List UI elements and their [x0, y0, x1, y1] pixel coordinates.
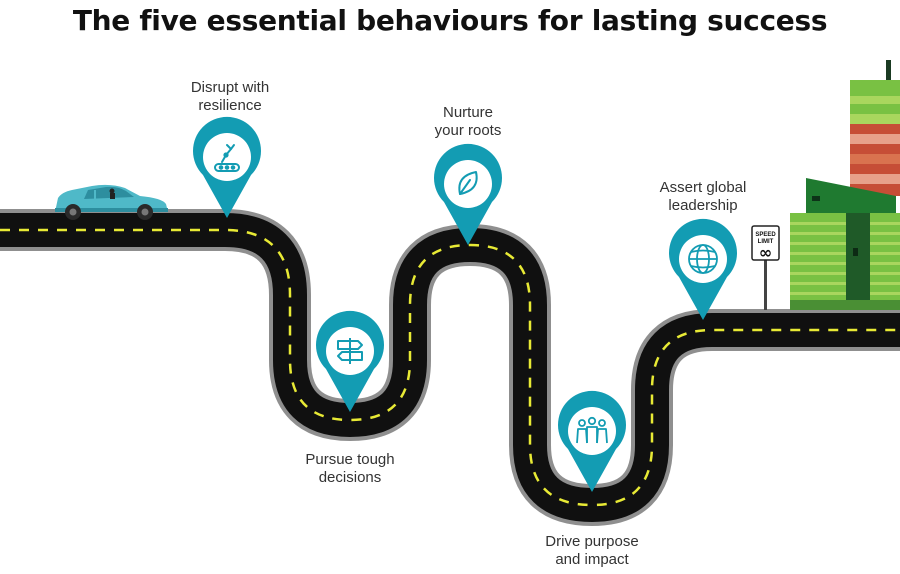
label-line-1: Nurture [442, 104, 494, 121]
pin-disrupt-with-resilience [193, 116, 261, 218]
angled-roof [806, 178, 896, 215]
infinity-symbol: ∞ [759, 243, 772, 262]
pin-pursue-tough-decisions [315, 310, 384, 412]
pin-drive-purpose-and-impact [558, 390, 626, 492]
label-line-2: and impact [555, 551, 629, 568]
page-title: The five essential behaviours for lastin… [72, 4, 828, 37]
winding-road [0, 209, 900, 527]
label-line-2: resilience [198, 97, 262, 114]
globe-icon [688, 244, 718, 274]
car [55, 184, 168, 220]
label-line-2: leadership [668, 197, 738, 214]
leaf-icon [458, 171, 478, 195]
label-line-1: Assert global [659, 179, 747, 196]
sign-text-speed: SPEED [755, 232, 776, 238]
tall-tower [850, 60, 900, 196]
pin-assert-global-leadership [669, 218, 737, 320]
pin-nurture-your-roots [433, 143, 502, 245]
sign-text-limit: LIMIT [758, 239, 774, 245]
robot-arm-icon [214, 144, 240, 172]
city-buildings [790, 60, 900, 310]
label-line-1: Pursue tough [305, 451, 395, 468]
signpost-icon [337, 338, 363, 364]
label-line-1: Disrupt with [190, 79, 270, 96]
people-group-icon [576, 416, 608, 444]
label-drive-purpose-and-impact: Drive purpose and impact [532, 533, 652, 569]
label-line-2: decisions [318, 469, 382, 486]
label-assert-global-leadership: Assert global leadership [643, 179, 763, 215]
speed-limit-sign: SPEED LIMIT ∞ [751, 225, 780, 310]
label-disrupt-with-resilience: Disrupt with resilience [170, 79, 290, 115]
green-building [790, 213, 900, 310]
label-line-2: your roots [434, 122, 502, 139]
label-nurture-your-roots: Nurture your roots [408, 104, 528, 140]
label-line-1: Drive purpose [545, 533, 639, 550]
label-pursue-tough-decisions: Pursue tough decisions [290, 451, 410, 487]
